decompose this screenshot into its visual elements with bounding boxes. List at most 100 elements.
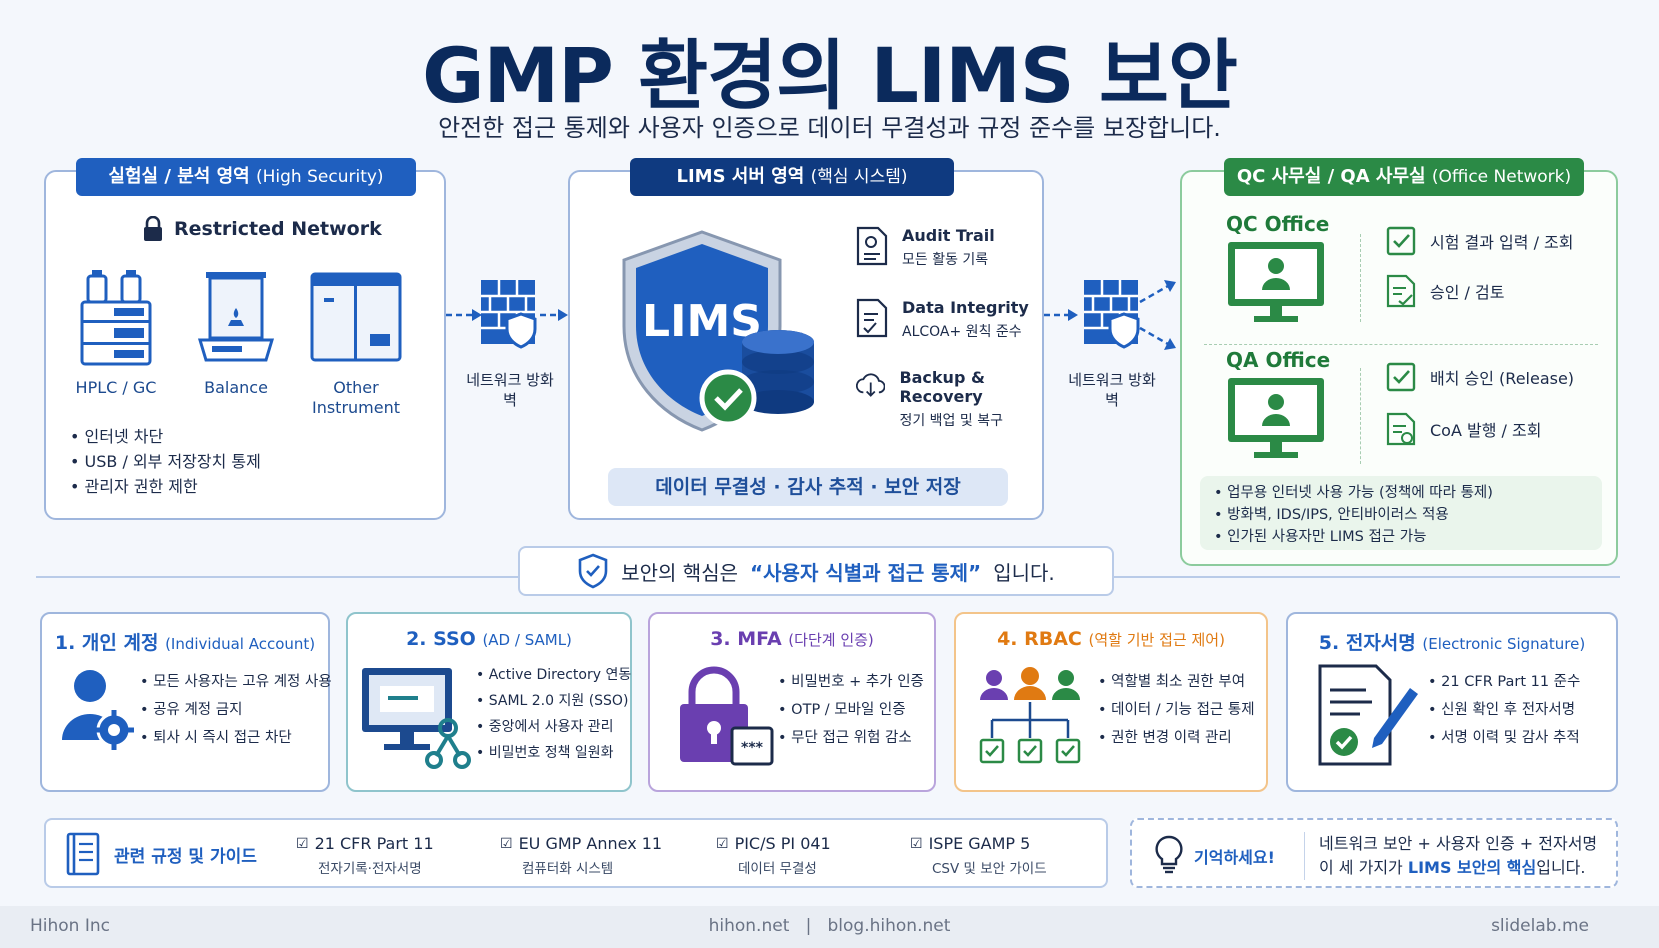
review-document-icon xyxy=(1386,274,1416,308)
card-rbac: 4. RBAC (역할 기반 접근 제어) 역할별 최소 권한 부여 데이터 /… xyxy=(954,612,1268,792)
checklist-document-icon xyxy=(856,298,888,338)
firewall-icon xyxy=(1084,280,1140,349)
divider xyxy=(1204,344,1598,345)
lightbulb-icon xyxy=(1155,835,1183,874)
card-list: 모든 사용자는 고유 계정 사용 공유 계정 금지 퇴사 시 즉시 접근 차단 xyxy=(140,668,332,752)
list-item: SAML 2.0 지원 (SSO) xyxy=(476,688,631,714)
list-item: 공유 계정 금지 xyxy=(140,696,332,724)
list-item: 역할별 최소 권한 부여 xyxy=(1098,668,1255,696)
card-list: Active Directory 연동 SAML 2.0 지원 (SSO) 중앙… xyxy=(476,662,632,766)
shield-label: LIMS xyxy=(642,296,762,347)
instrument-balance: Balance xyxy=(176,268,296,398)
footer-company: Hihon Inc xyxy=(30,916,110,936)
regulations-bar: 관련 규정 및 가이드 ☑21 CFR Part 11 전자기록·전자서명 ☑E… xyxy=(44,818,1108,888)
lock-icon xyxy=(144,216,162,241)
page-title: GMP 환경의 LIMS 보안 xyxy=(422,31,1238,120)
regulation-item: ☑ISPE GAMP 5 CSV 및 보안 가이드 xyxy=(910,834,1047,877)
list-item: 방화벽, IDS/IPS, 안티바이러스 적용 xyxy=(1214,504,1588,526)
remember-box: 기억하세요! 네트워크 보안 + 사용자 인증 + 전자서명 이 세 가지가 L… xyxy=(1130,818,1618,888)
e-signature-icon xyxy=(1318,664,1418,766)
instrument-label: Balance xyxy=(204,378,268,397)
qa-office-label: QA Office xyxy=(1226,348,1331,372)
firewall-label-right: 네트워크 방화벽 xyxy=(1068,371,1156,409)
list-item: 비밀번호 + 추가 인증 xyxy=(778,668,924,696)
list-item: 모든 사용자는 고유 계정 사용 xyxy=(140,668,332,696)
card-list: 21 CFR Part 11 준수 신원 확인 후 전자서명 서명 이력 및 감… xyxy=(1428,668,1580,752)
list-item: OTP / 모바일 인증 xyxy=(778,696,924,724)
check-icon: ☑ xyxy=(296,835,309,852)
card-title: 3. MFA (다단계 인증) xyxy=(710,628,874,650)
page-footer: Hihon Inc hihon.net | blog.hihon.net sli… xyxy=(0,906,1659,948)
qa-workstation-icon xyxy=(1228,378,1324,458)
list-item: 권한 변경 이력 관리 xyxy=(1098,724,1255,752)
instrument-label: HPLC / GC xyxy=(75,378,157,397)
regulation-item: ☑21 CFR Part 11 전자기록·전자서명 xyxy=(296,834,434,877)
list-item: USB / 외부 저장장치 통제 xyxy=(70,449,261,474)
footer-links: hihon.net | blog.hihon.net xyxy=(708,916,951,936)
instrument-label: Other Instrument xyxy=(311,378,401,417)
qc-office-label: QC Office xyxy=(1226,212,1330,236)
card-sso: 2. SSO (AD / SAML) Active Directory 연동 S… xyxy=(346,612,632,792)
checkbox-icon xyxy=(1386,362,1416,392)
list-item: Active Directory 연동 xyxy=(476,662,632,688)
check-icon: ☑ xyxy=(910,835,923,852)
list-item: 비밀번호 정책 일원화 xyxy=(476,740,631,766)
page-subtitle: 안전한 접근 통제와 사용자 인증으로 데이터 무결성과 규정 준수를 보장합니… xyxy=(438,114,1221,142)
card-title: 4. RBAC (역할 기반 접근 제어) xyxy=(997,628,1225,650)
list-item: 데이터 / 기능 접근 통제 xyxy=(1098,696,1254,724)
office-network-title: QC 사무실 / QA 사무실 (Office Network) xyxy=(1224,158,1584,196)
qa-item-release: 배치 승인 (Release) xyxy=(1386,362,1574,392)
certificate-document-icon xyxy=(1386,412,1416,446)
card-title: 5. 전자서명 (Electronic Signature) xyxy=(1318,632,1586,654)
list-item: 중앙에서 사용자 관리 xyxy=(476,714,631,740)
svg-text:***: *** xyxy=(741,740,764,756)
remember-label: 기억하세요! xyxy=(1194,848,1275,867)
qc-workstation-icon xyxy=(1228,242,1324,322)
regulation-item: ☑PIC/S PI 041 데이터 무결성 xyxy=(716,834,831,877)
office-network-panel: QC 사무실 / QA 사무실 (Office Network) QC Offi… xyxy=(1180,158,1618,566)
check-icon: ☑ xyxy=(500,835,513,852)
regulation-item: ☑EU GMP Annex 11 컴퓨터화 시스템 xyxy=(500,834,663,877)
card-mfa: 3. MFA (다단계 인증) *** 비밀번호 + 추가 인증 OTP / 모… xyxy=(648,612,936,792)
regulations-title: 관련 규정 및 가이드 xyxy=(114,847,257,867)
card-title: 2. SSO (AD / SAML) xyxy=(406,628,572,650)
instrument-icon xyxy=(310,272,402,362)
office-notes-list: 업무용 인터넷 사용 가능 (정책에 따라 통제) 방화벽, IDS/IPS, … xyxy=(1200,476,1602,550)
instrument-hplc: HPLC / GC xyxy=(56,268,176,398)
card-e-signature: 5. 전자서명 (Electronic Signature) 21 CFR Pa… xyxy=(1286,612,1618,792)
list-item: 21 CFR Part 11 준수 xyxy=(1428,668,1580,696)
firewall-icon xyxy=(481,280,537,349)
list-item: 인터넷 차단 xyxy=(70,424,261,449)
remember-text: 네트워크 보안 + 사용자 인증 + 전자서명 이 세 가지가 LIMS 보안의… xyxy=(1304,832,1597,880)
checkbox-icon xyxy=(1386,226,1416,256)
role-hierarchy-icon xyxy=(979,667,1081,764)
lab-rules-list: 인터넷 차단 USB / 외부 저장장치 통제 관리자 권한 제한 xyxy=(70,424,261,499)
lims-server-title: LIMS 서버 영역 (핵심 시스템) xyxy=(630,158,954,196)
balance-icon xyxy=(197,272,275,362)
padlock-otp-icon: *** xyxy=(680,666,774,766)
list-item: 서명 이력 및 감사 추적 xyxy=(1428,724,1580,752)
qc-item-approval: 승인 / 검토 xyxy=(1386,274,1504,308)
card-individual-account: 1. 개인 계정 (Individual Account) 모든 사용자는 고유… xyxy=(40,612,332,792)
list-item: 관리자 권한 제한 xyxy=(70,474,261,499)
cloud-backup-icon xyxy=(856,373,886,397)
divider xyxy=(1360,368,1361,464)
firewall-label-left: 네트워크 방화벽 xyxy=(466,371,554,409)
core-message: 보안의 핵심은 “사용자 식별과 접근 통제” 입니다. xyxy=(518,546,1114,596)
check-icon: ☑ xyxy=(716,835,729,852)
audit-document-icon xyxy=(856,226,888,266)
connector-arrow-right xyxy=(1044,280,1176,350)
connector-arrow-left xyxy=(446,309,568,321)
card-list: 역할별 최소 권한 부여 데이터 / 기능 접근 통제 권한 변경 이력 관리 xyxy=(1098,668,1255,752)
lab-zone-title: 실험실 / 분석 영역 (High Security) xyxy=(76,158,416,196)
list-item: 퇴사 시 즉시 접근 차단 xyxy=(140,724,332,752)
instrument-other: Other Instrument xyxy=(296,268,416,418)
qc-item-results: 시험 결과 입력 / 조회 xyxy=(1386,226,1574,256)
list-item: 인가된 사용자만 LIMS 접근 가능 xyxy=(1214,526,1588,548)
hplc-icon xyxy=(80,270,152,366)
list-item: 업무용 인터넷 사용 가능 (정책에 따라 통제) xyxy=(1214,482,1588,504)
